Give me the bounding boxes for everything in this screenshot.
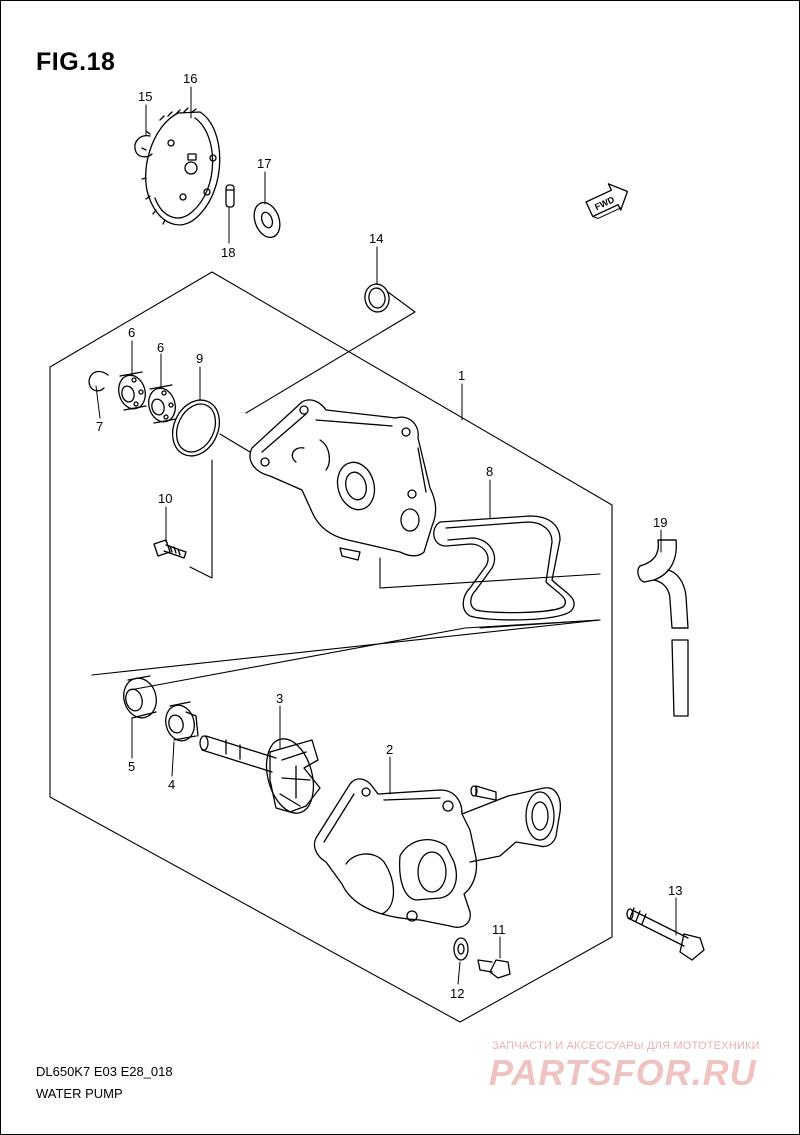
leader-lines bbox=[95, 86, 677, 985]
callout-7: 7 bbox=[96, 419, 103, 434]
diagram-code: DL650K7 E03 E28_018 bbox=[36, 1064, 173, 1079]
callout-1: 1 bbox=[458, 368, 465, 383]
washer-part-12 bbox=[453, 937, 469, 961]
callout-16: 16 bbox=[183, 71, 197, 86]
bolt-part-10 bbox=[153, 539, 187, 559]
impeller-shaft-part-3 bbox=[199, 735, 321, 814]
bolt-part-11 bbox=[477, 959, 511, 979]
o-ring-part-14 bbox=[364, 283, 390, 313]
bolt-part-13 bbox=[626, 907, 705, 961]
callout-11: 11 bbox=[492, 922, 506, 937]
watermark-tagline: ЗАПЧАСТИ И АКСЕССУАРЫ ДЛЯ МОТОТЕХНИКИ bbox=[492, 1040, 760, 1052]
washer-part-17 bbox=[253, 201, 281, 239]
hose-part-19 bbox=[637, 539, 689, 717]
callout-6b: 6 bbox=[157, 340, 164, 355]
pump-cover-part-1 bbox=[249, 399, 437, 561]
callout-9: 9 bbox=[196, 351, 203, 366]
assembly-frame-lines bbox=[49, 271, 613, 1023]
callout-13: 13 bbox=[668, 883, 682, 898]
gasket-part-8 bbox=[433, 515, 575, 621]
callout-12: 12 bbox=[450, 986, 464, 1001]
callout-10: 10 bbox=[158, 491, 172, 506]
forward-arrow-icon: FWD bbox=[585, 183, 629, 219]
callout-3: 3 bbox=[276, 691, 283, 706]
oil-seal-part-5 bbox=[123, 675, 157, 719]
callout-17: 17 bbox=[257, 156, 271, 171]
callout-18: 18 bbox=[221, 245, 235, 260]
callout-6a: 6 bbox=[128, 325, 135, 340]
callout-5: 5 bbox=[128, 759, 135, 774]
pin-part-18 bbox=[225, 184, 235, 208]
callout-14: 14 bbox=[369, 231, 383, 246]
o-ring-part-9 bbox=[171, 399, 221, 457]
circlip-part-15 bbox=[134, 135, 153, 158]
callout-8: 8 bbox=[486, 464, 493, 479]
gear-part-16 bbox=[141, 107, 221, 226]
callout-2: 2 bbox=[386, 742, 393, 757]
mechanical-seal-part-4 bbox=[165, 701, 199, 742]
callout-15: 15 bbox=[138, 89, 152, 104]
bearing-part-6a bbox=[118, 371, 147, 411]
callout-labels: 15 16 17 18 14 6 6 9 7 1 8 10 19 3 5 4 2… bbox=[96, 71, 682, 1001]
circlip-part-7 bbox=[88, 370, 109, 392]
watermark-logo: PARTSFOR.RU bbox=[489, 1052, 757, 1093]
pump-body-part-2 bbox=[313, 778, 562, 928]
callout-19: 19 bbox=[653, 515, 667, 530]
callout-4: 4 bbox=[168, 777, 175, 792]
diagram-caption: WATER PUMP bbox=[36, 1086, 123, 1101]
bearing-part-6b bbox=[148, 384, 177, 424]
figure-title: FIG.18 bbox=[36, 48, 116, 76]
